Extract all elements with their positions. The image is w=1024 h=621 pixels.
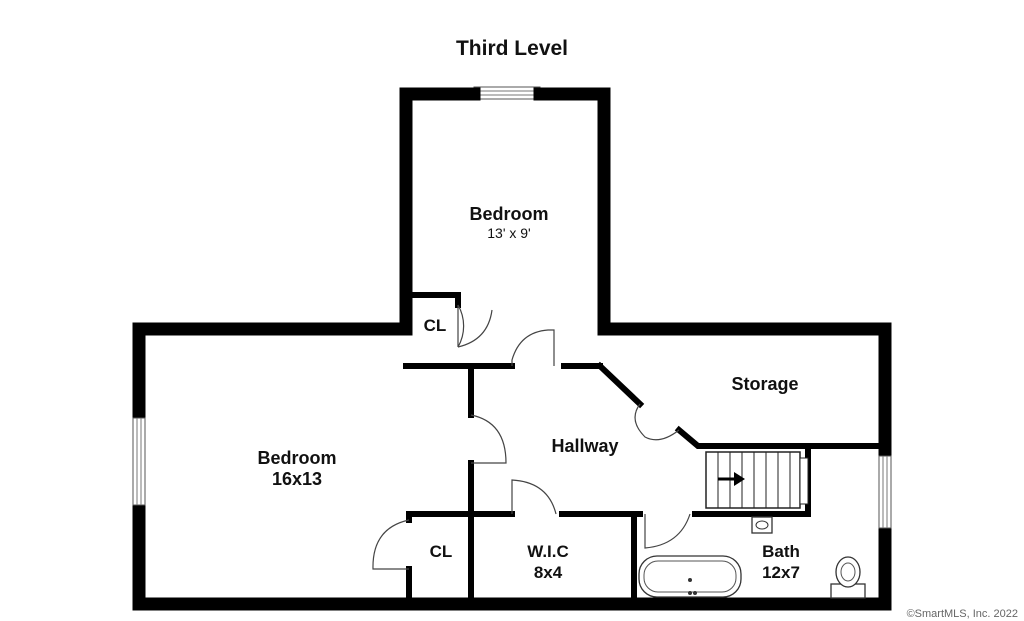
bath-sink-icon: [751, 516, 773, 534]
bathtub-icon: [638, 555, 742, 598]
stair-arrow-icon: [718, 472, 745, 486]
window-left-bedroom: [132, 417, 146, 506]
room-label-hallway: Hallway: [551, 436, 618, 456]
window-top-bedroom: [473, 86, 541, 100]
copyright-text: ©SmartMLS, Inc. 2022: [907, 608, 1018, 620]
room-label-wic: W.I.C: [527, 542, 569, 561]
toilet-icon: [830, 556, 866, 599]
room-label-bath: Bath: [762, 542, 800, 561]
room-label-closet-bottom: CL: [430, 542, 453, 561]
door-swings: [372, 304, 691, 570]
room-label-storage: Storage: [731, 374, 798, 394]
interior-walls: [403, 292, 881, 601]
room-label-bedroom-left: Bedroom: [257, 448, 336, 468]
room-dims-bedroom-top: 13' x 9': [487, 225, 530, 241]
plan-title: Third Level: [456, 37, 568, 60]
room-dims-wic: 8x4: [534, 563, 563, 582]
room-dims-bath: 12x7: [762, 563, 800, 582]
window-bath: [878, 455, 892, 529]
room-dims-bedroom-left: 16x13: [272, 469, 322, 489]
room-label-bedroom-top: Bedroom: [469, 204, 548, 224]
room-label-closet-top: CL: [424, 316, 447, 335]
exterior-walls: [132, 87, 892, 611]
